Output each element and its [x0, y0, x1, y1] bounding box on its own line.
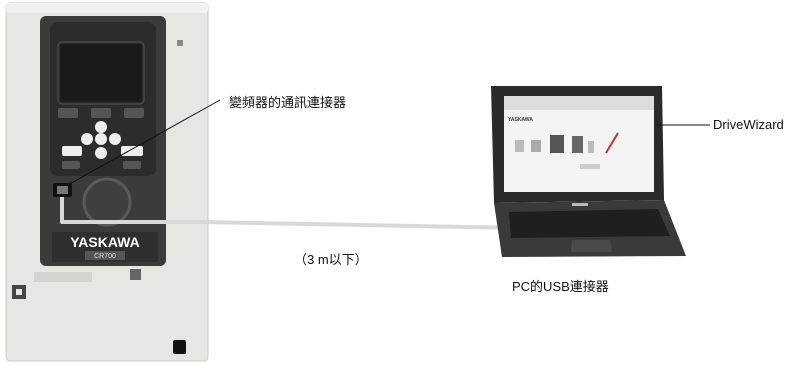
- cooling-fan: [82, 177, 132, 227]
- drive-model: CR700: [94, 253, 116, 260]
- pc-usb-label: PC的USB連接器: [512, 279, 609, 294]
- bottom-vent: [173, 340, 186, 354]
- key-stop[interactable]: [123, 161, 141, 169]
- nameplate: [34, 272, 92, 282]
- cable-length-label: （3 m以下）: [294, 252, 368, 267]
- qr-code: [130, 269, 141, 280]
- key-right[interactable]: [109, 133, 121, 145]
- screw-marks: [177, 40, 183, 46]
- cert-logo: [12, 285, 26, 299]
- screen-content: [515, 132, 619, 169]
- leader-drive-connector: [65, 99, 221, 187]
- comm-port-inner: [57, 186, 68, 194]
- lcd-display: [60, 44, 142, 102]
- key-f3[interactable]: [124, 108, 144, 118]
- drive-unit: YASKAWA CR700: [5, 2, 209, 362]
- drive-brand: YASKAWA: [70, 234, 140, 250]
- key-run[interactable]: [62, 161, 80, 169]
- software-label: DriveWizard: [713, 117, 784, 132]
- model-tag: [85, 251, 125, 260]
- usb-cable: [60, 197, 521, 230]
- key-f2[interactable]: [91, 108, 111, 118]
- drive-top-edge: [6, 3, 208, 13]
- lcd-bezel: [57, 41, 145, 105]
- keyboard: [509, 209, 670, 238]
- cable-path: [60, 197, 521, 230]
- screen-header: [504, 96, 654, 110]
- trackpad: [571, 240, 612, 252]
- key-left[interactable]: [81, 133, 93, 145]
- key-local[interactable]: [62, 146, 82, 156]
- laptop: YASKAWA: [491, 86, 686, 257]
- screen-brand: YASKAWA: [508, 117, 533, 123]
- key-up[interactable]: [95, 121, 107, 133]
- key-down[interactable]: [95, 147, 107, 159]
- bezel-logo: [572, 203, 588, 206]
- key-f1[interactable]: [58, 108, 78, 118]
- key-reset[interactable]: [121, 146, 143, 156]
- drive-connector-label: 變頻器的通訊連接器: [229, 95, 347, 110]
- key-enter[interactable]: [95, 133, 107, 145]
